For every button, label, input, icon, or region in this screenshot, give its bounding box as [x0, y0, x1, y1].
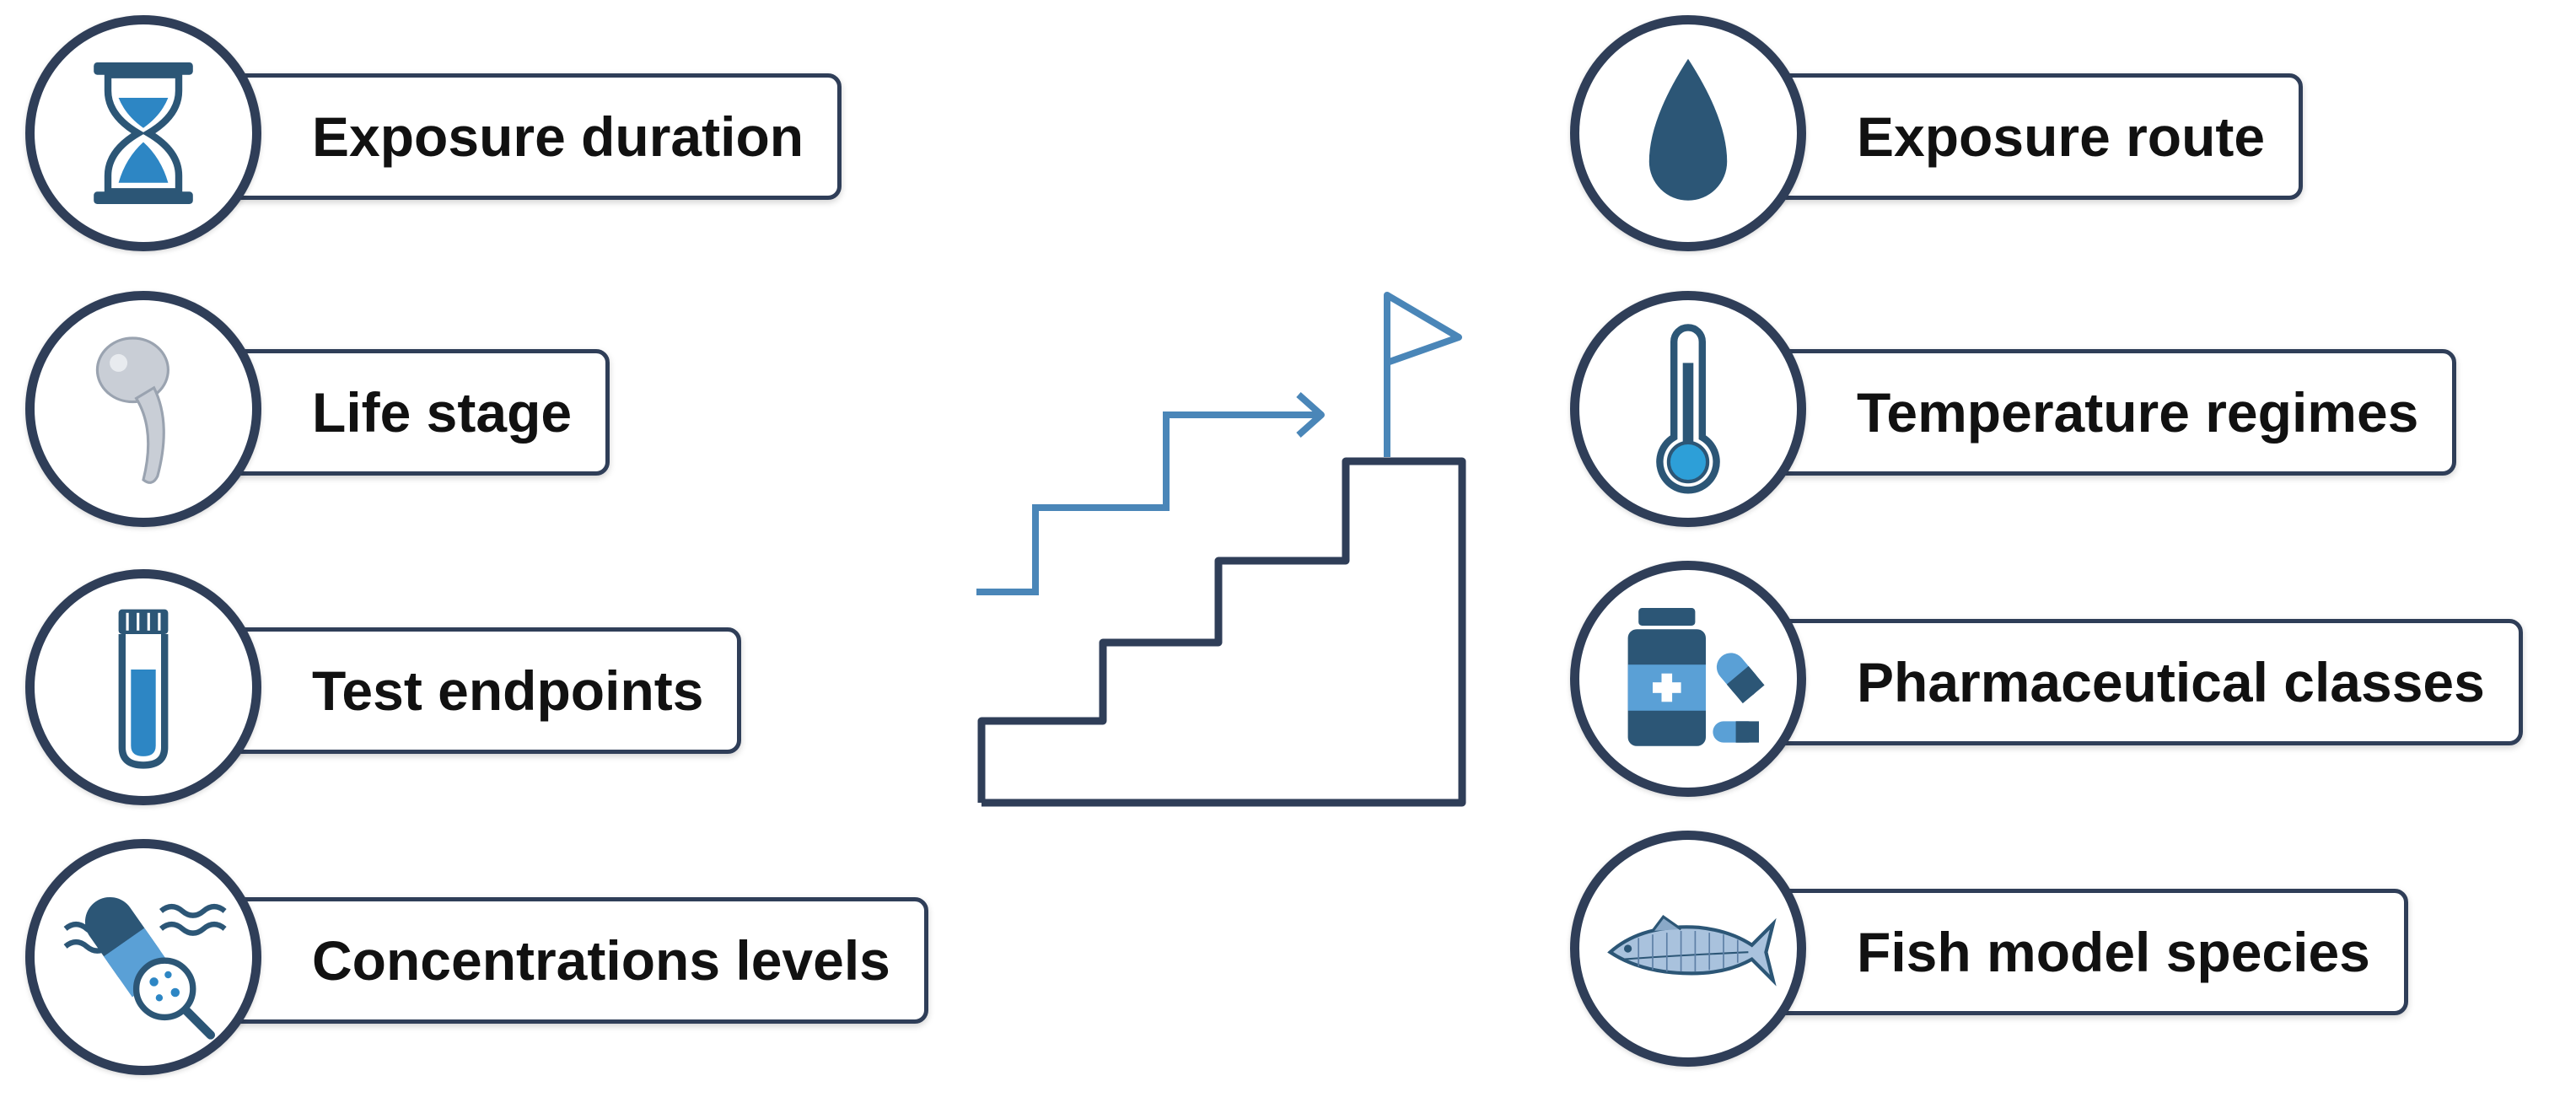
medicine-bottle-icon	[1570, 561, 1806, 797]
factor-label: Life stage	[211, 349, 610, 476]
test-tube-icon	[25, 569, 261, 805]
factor-label: Pharmaceutical classes	[1756, 619, 2523, 745]
thermometer-icon	[1570, 291, 1806, 527]
hourglass-icon	[25, 15, 261, 251]
factor-label: Fish model species	[1756, 889, 2408, 1015]
factor-label: Temperature regimes	[1756, 349, 2457, 476]
concentration-icon	[25, 839, 261, 1075]
fish-icon	[1570, 831, 1806, 1067]
factor-label: Concentrations levels	[211, 897, 928, 1024]
embryo-icon	[25, 291, 261, 527]
factor-label: Test endpoints	[211, 627, 742, 754]
factor-label: Exposure route	[1756, 73, 2304, 200]
water-drop-icon	[1570, 15, 1806, 251]
factor-label: Exposure duration	[211, 73, 842, 200]
stairs-with-flag-icon	[976, 292, 1466, 807]
